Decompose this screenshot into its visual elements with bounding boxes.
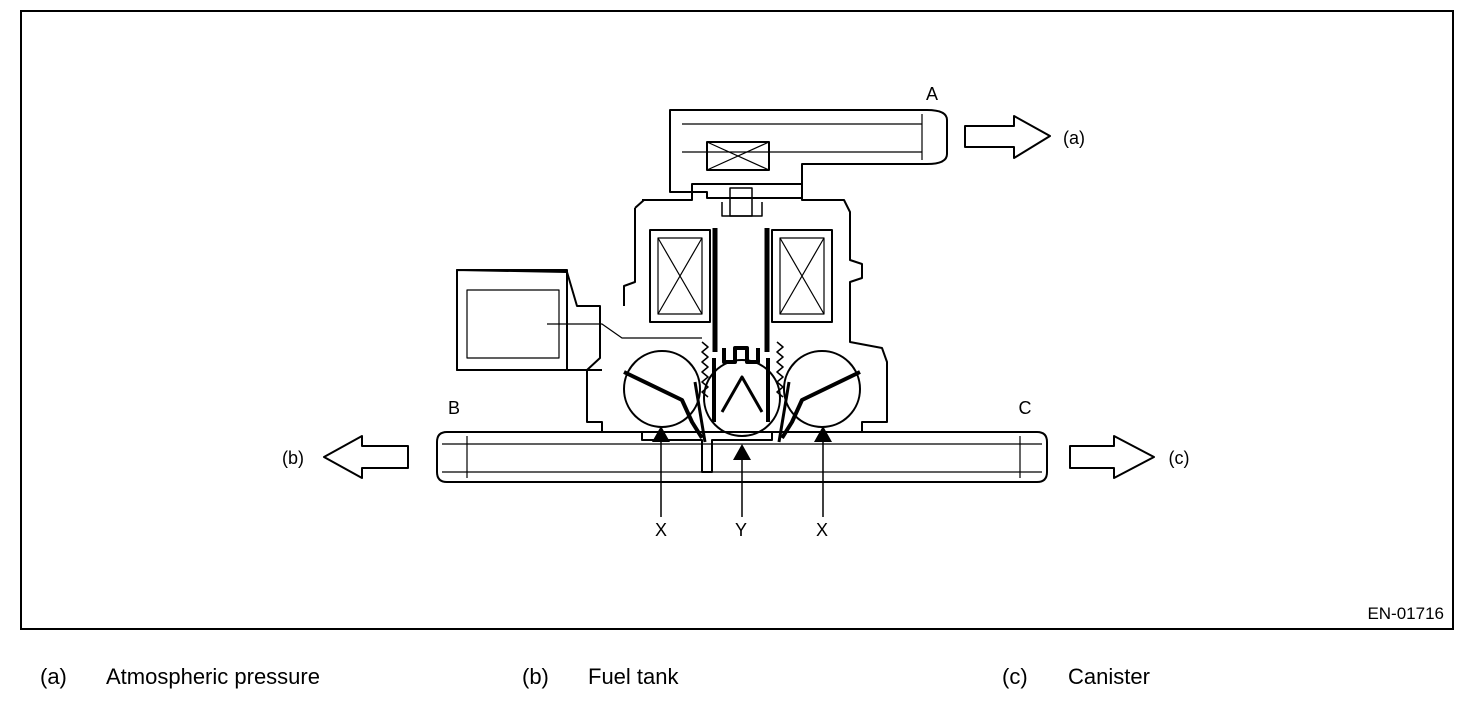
plunger-tube	[712, 228, 770, 352]
left-spring	[701, 341, 709, 398]
marker-triangle-y	[733, 444, 751, 460]
marker-triangle-x-left	[652, 426, 670, 442]
upper-filter	[706, 141, 770, 171]
legend-item-c: (c) Canister	[1002, 664, 1150, 690]
diagram-frame: A B C (a) (b) (c) X Y X EN-01716	[20, 10, 1454, 630]
right-spring	[776, 341, 784, 398]
legend-key-b: (b)	[522, 664, 549, 689]
center-valve-detail-circle	[703, 359, 781, 437]
flow-arrow-a	[964, 115, 1051, 159]
legend-item-a: (a) Atmospheric pressure	[40, 664, 320, 690]
left-solenoid-coil	[649, 229, 711, 323]
legend-key-c: (c)	[1002, 664, 1028, 689]
flow-label-b: (b)	[282, 448, 304, 468]
port-label-c: C	[1019, 398, 1032, 418]
right-valve-detail-circle	[783, 350, 861, 428]
left-valve-detail-circle	[623, 350, 701, 428]
marker-triangle-x-right	[814, 426, 832, 442]
lower-pipe	[436, 431, 1048, 483]
marker-label-y: Y	[735, 520, 747, 540]
upper-housing	[456, 183, 888, 433]
flow-arrow-c	[1069, 435, 1155, 479]
figure-id: EN-01716	[1367, 604, 1444, 623]
port-label-a: A	[926, 84, 938, 104]
legend-item-b: (b) Fuel tank	[522, 664, 679, 690]
legend-text-c: Canister	[1068, 664, 1150, 689]
marker-label-x-right: X	[816, 520, 828, 540]
electrical-connector	[456, 269, 568, 371]
flow-arrow-b	[323, 435, 409, 479]
marker-label-x-left: X	[655, 520, 667, 540]
flow-label-c: (c)	[1169, 448, 1190, 468]
port-label-b: B	[448, 398, 460, 418]
port-a-body	[669, 109, 948, 199]
valve-cross-section-diagram: A B C (a) (b) (c) X Y X	[282, 84, 1190, 540]
flow-label-a: (a)	[1063, 128, 1085, 148]
legend-text-b: Fuel tank	[588, 664, 679, 689]
legend-text-a: Atmospheric pressure	[106, 664, 320, 689]
legend-key-a: (a)	[40, 664, 67, 689]
right-solenoid-coil	[771, 229, 833, 323]
